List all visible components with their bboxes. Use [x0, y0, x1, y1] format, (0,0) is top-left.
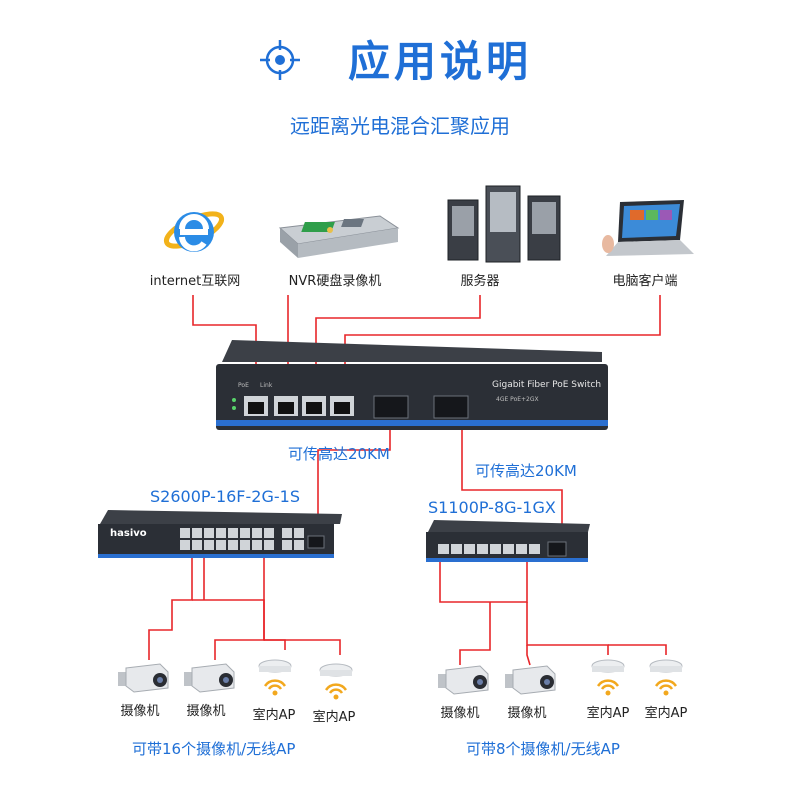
page-subtitle: 远距离光电混合汇聚应用 [290, 114, 510, 138]
camera-icon [436, 664, 490, 698]
main-switch-poe-label: PoE [238, 382, 249, 389]
right-capacity: 可带8个摄像机/无线AP [466, 740, 620, 758]
left-switch: hasivo [94, 510, 344, 562]
right-switch [424, 520, 594, 566]
wireless-ap-icon [316, 660, 356, 706]
left-endpoint-label-4: 室内AP [312, 710, 356, 725]
main-switch-ports-label: 4GE PoE+2GX [496, 396, 539, 403]
left-endpoint-label-2: 摄像机 [186, 704, 226, 719]
right-endpoint-label-3: 室内AP [586, 706, 630, 721]
left-switch-brand: hasivo [110, 528, 147, 539]
right-endpoint-label-1: 摄像机 [440, 706, 480, 721]
laptop-icon [596, 196, 696, 262]
page-title: 应用说明 [347, 37, 532, 86]
right-endpoint-label-2: 摄像机 [507, 706, 547, 721]
right-distance-label: 可传高达20KM [475, 462, 577, 480]
title-crosshair-icon [258, 38, 302, 82]
nvr-icon [270, 208, 400, 260]
wireless-ap-icon [646, 656, 686, 702]
wireless-ap-icon [255, 656, 295, 702]
camera-icon [182, 662, 236, 696]
main-switch-link-label: Link [260, 382, 273, 389]
left-capacity: 可带16个摄像机/无线AP [132, 740, 296, 758]
device-label-nvr: NVR硬盘录像机 [288, 274, 382, 289]
main-switch: Gigabit Fiber PoE Switch 4GE PoE+2GX PoE… [212, 340, 612, 434]
main-switch-name: Gigabit Fiber PoE Switch [492, 380, 602, 390]
left-distance-label: 可传高达20KM [288, 445, 390, 463]
left-endpoint-label-3: 室内AP [252, 708, 296, 723]
left-switch-model: S2600P-16F-2G-1S [150, 487, 300, 506]
server-icon [442, 182, 572, 264]
right-endpoint-label-4: 室内AP [644, 706, 688, 721]
right-switch-model: S1100P-8G-1GX [428, 498, 556, 517]
left-endpoint-label-1: 摄像机 [120, 704, 160, 719]
internet-explorer-icon [160, 200, 228, 260]
camera-icon [116, 662, 170, 696]
camera-icon [503, 664, 557, 698]
device-label-server: 服务器 [460, 274, 500, 289]
device-label-laptop: 电脑客户端 [612, 274, 678, 289]
wireless-ap-icon [588, 656, 628, 702]
device-label-internet: internet互联网 [149, 274, 241, 289]
